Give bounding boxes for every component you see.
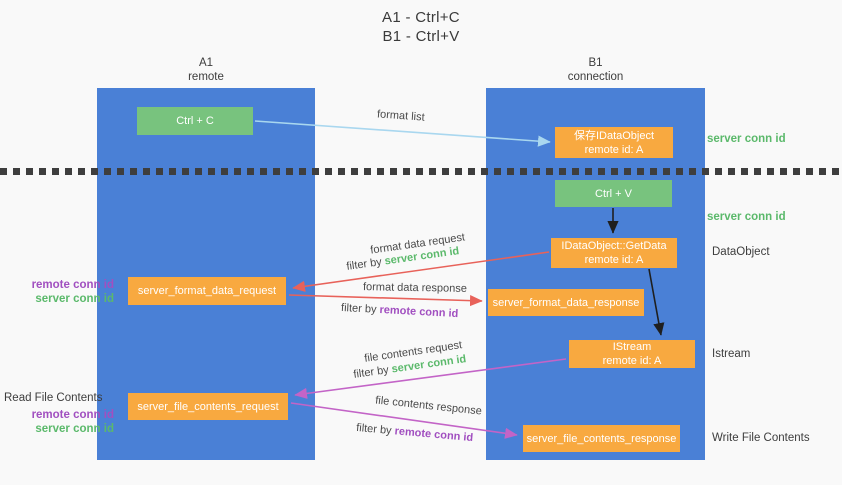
flow-filter-file-response: filter by remote conn id bbox=[356, 422, 474, 444]
node-idataobject-getdata: IDataObject::GetData remote id: A bbox=[551, 238, 677, 268]
lane-a1-name: A1 bbox=[198, 57, 214, 69]
node-server-file-contents-request: server_file_contents_request bbox=[128, 393, 288, 420]
annotation-dataobject: DataObject bbox=[712, 246, 770, 258]
annotation-remote-conn-id-2: remote conn id bbox=[31, 409, 114, 421]
lane-a1-subtitle: remote bbox=[188, 71, 224, 83]
lane-header-a1: A1 remote bbox=[97, 56, 315, 84]
node-server-format-data-request: server_format_data_request bbox=[128, 277, 286, 305]
node-server-file-contents-response: server_file_contents_response bbox=[523, 425, 680, 452]
annotation-server-conn-id-mid: server conn id bbox=[707, 211, 786, 223]
filter-value-4: remote conn id bbox=[394, 425, 474, 445]
annotation-conn-ids-format: remote conn id server conn id bbox=[8, 278, 114, 306]
save-idataobject-line2: remote id: A bbox=[584, 143, 644, 156]
arrow-format-data-response bbox=[288, 294, 483, 307]
annotation-server-conn-id-top: server conn id bbox=[707, 133, 786, 145]
annotation-read-file-contents: Read File Contents bbox=[4, 392, 103, 404]
phase-separator-dotted-line bbox=[0, 168, 842, 175]
annotation-server-conn-id-1: server conn id bbox=[35, 293, 114, 305]
lane-b1-subtitle: connection bbox=[567, 71, 624, 83]
file-response-label: server_file_contents_response bbox=[526, 432, 677, 445]
getdata-line2: remote id: A bbox=[584, 254, 644, 266]
title-line-1: A1 - Ctrl+C bbox=[382, 9, 460, 26]
diagram-title: A1 - Ctrl+C B1 - Ctrl+V bbox=[0, 8, 842, 46]
flow-filter-format-response: filter by remote conn id bbox=[341, 302, 459, 320]
lane-b1-name: B1 bbox=[588, 57, 603, 69]
node-ctrl-v: Ctrl + V bbox=[555, 180, 672, 207]
filter-prefix-2: filter by bbox=[340, 301, 380, 316]
flow-label-file-contents-response: file contents response bbox=[374, 394, 483, 418]
flow-label-format-data-response: format data response bbox=[362, 281, 468, 295]
annotation-conn-ids-file: remote conn id server conn id bbox=[8, 408, 114, 436]
annotation-remote-conn-id-1: remote conn id bbox=[31, 279, 114, 291]
annotation-write-file-contents: Write File Contents bbox=[712, 432, 810, 444]
node-save-idataobject: 保存IDataObject remote id: A bbox=[555, 127, 673, 158]
ctrl-v-label: Ctrl + V bbox=[595, 187, 632, 200]
node-ctrl-c: Ctrl + C bbox=[137, 107, 253, 135]
node-istream: IStream remote id: A bbox=[569, 340, 695, 368]
flow-label-format-list: format list bbox=[376, 108, 426, 124]
title-line-2: B1 - Ctrl+V bbox=[382, 28, 460, 45]
save-idataobject-line1: 保存IDataObject bbox=[573, 129, 655, 142]
ctrl-c-label: Ctrl + C bbox=[176, 115, 214, 127]
filter-prefix-1: filter by bbox=[345, 255, 386, 273]
istream-line2: remote id: A bbox=[602, 355, 662, 367]
filter-prefix-3: filter by bbox=[352, 363, 393, 381]
annotation-istream: Istream bbox=[712, 348, 751, 360]
format-request-label: server_format_data_request bbox=[137, 285, 277, 297]
format-response-label: server_format_data_response bbox=[492, 296, 640, 309]
filter-value-2: remote conn id bbox=[379, 303, 459, 321]
lane-header-b1: B1 connection bbox=[486, 56, 705, 84]
file-request-label: server_file_contents_request bbox=[137, 400, 279, 413]
filter-prefix-4: filter by bbox=[355, 421, 396, 438]
getdata-line1: IDataObject::GetData bbox=[561, 240, 667, 252]
annotation-server-conn-id-2: server conn id bbox=[35, 423, 114, 435]
istream-line1: IStream bbox=[612, 341, 652, 353]
node-server-format-data-response: server_format_data_response bbox=[488, 289, 644, 316]
